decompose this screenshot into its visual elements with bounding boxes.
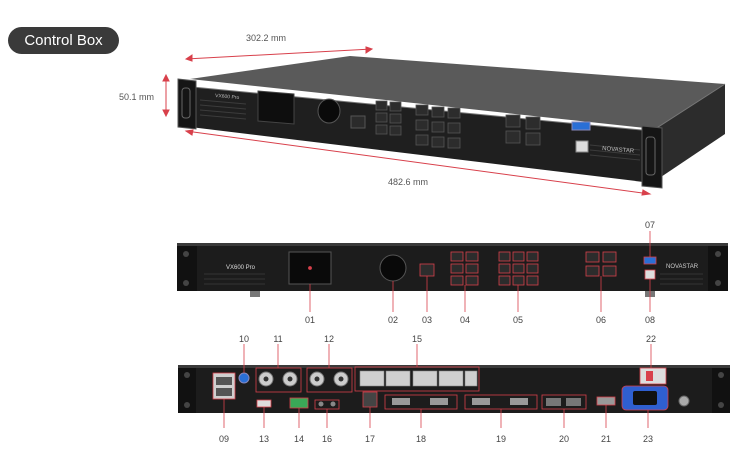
callout-06: 06 <box>595 315 606 325</box>
rear-callout-lines <box>223 344 652 428</box>
brand-logo-3d: NOVASTAR <box>602 146 635 155</box>
callout-11: 11 <box>273 334 283 344</box>
model-label-front: VX600 Pro <box>226 265 256 271</box>
device-rear-panel <box>178 365 730 413</box>
callout-15: 15 <box>411 334 422 344</box>
callout-01: 01 <box>304 315 315 325</box>
callout-07: 07 <box>644 220 655 230</box>
callout-22: 22 <box>645 334 656 344</box>
device-front-panel: VX600 Pro NOVASTAR <box>177 243 728 297</box>
device-3d-view: NOVASTAR VX600 Pro <box>177 56 726 189</box>
callout-23: 23 <box>642 434 653 444</box>
callout-05: 05 <box>512 315 523 325</box>
callout-10: 10 <box>238 334 249 344</box>
model-label-3d: VX600 Pro <box>215 93 240 101</box>
callout-09: 09 <box>218 434 229 444</box>
dimension-depth-label: 482.6 mm <box>388 177 429 187</box>
callout-18: 18 <box>415 434 426 444</box>
callout-02: 02 <box>387 315 398 325</box>
callout-19: 19 <box>495 434 506 444</box>
callout-13: 13 <box>258 434 269 444</box>
callout-14: 14 <box>293 434 304 444</box>
section-badge: Control Box <box>8 27 119 54</box>
callout-04: 04 <box>459 315 470 325</box>
callout-17: 17 <box>364 434 375 444</box>
dimension-height-label: 50.1 mm <box>119 92 155 102</box>
callout-03: 03 <box>421 315 432 325</box>
front-callout-lines <box>308 231 651 312</box>
dimension-lines <box>162 46 652 196</box>
brand-logo-front: NOVASTAR <box>666 264 699 270</box>
callout-12: 12 <box>323 334 334 344</box>
callout-21: 21 <box>600 434 611 444</box>
dimension-width-label: 302.2 mm <box>246 33 287 43</box>
callout-08: 08 <box>644 315 655 325</box>
callout-20: 20 <box>558 434 569 444</box>
callout-16: 16 <box>321 434 332 444</box>
